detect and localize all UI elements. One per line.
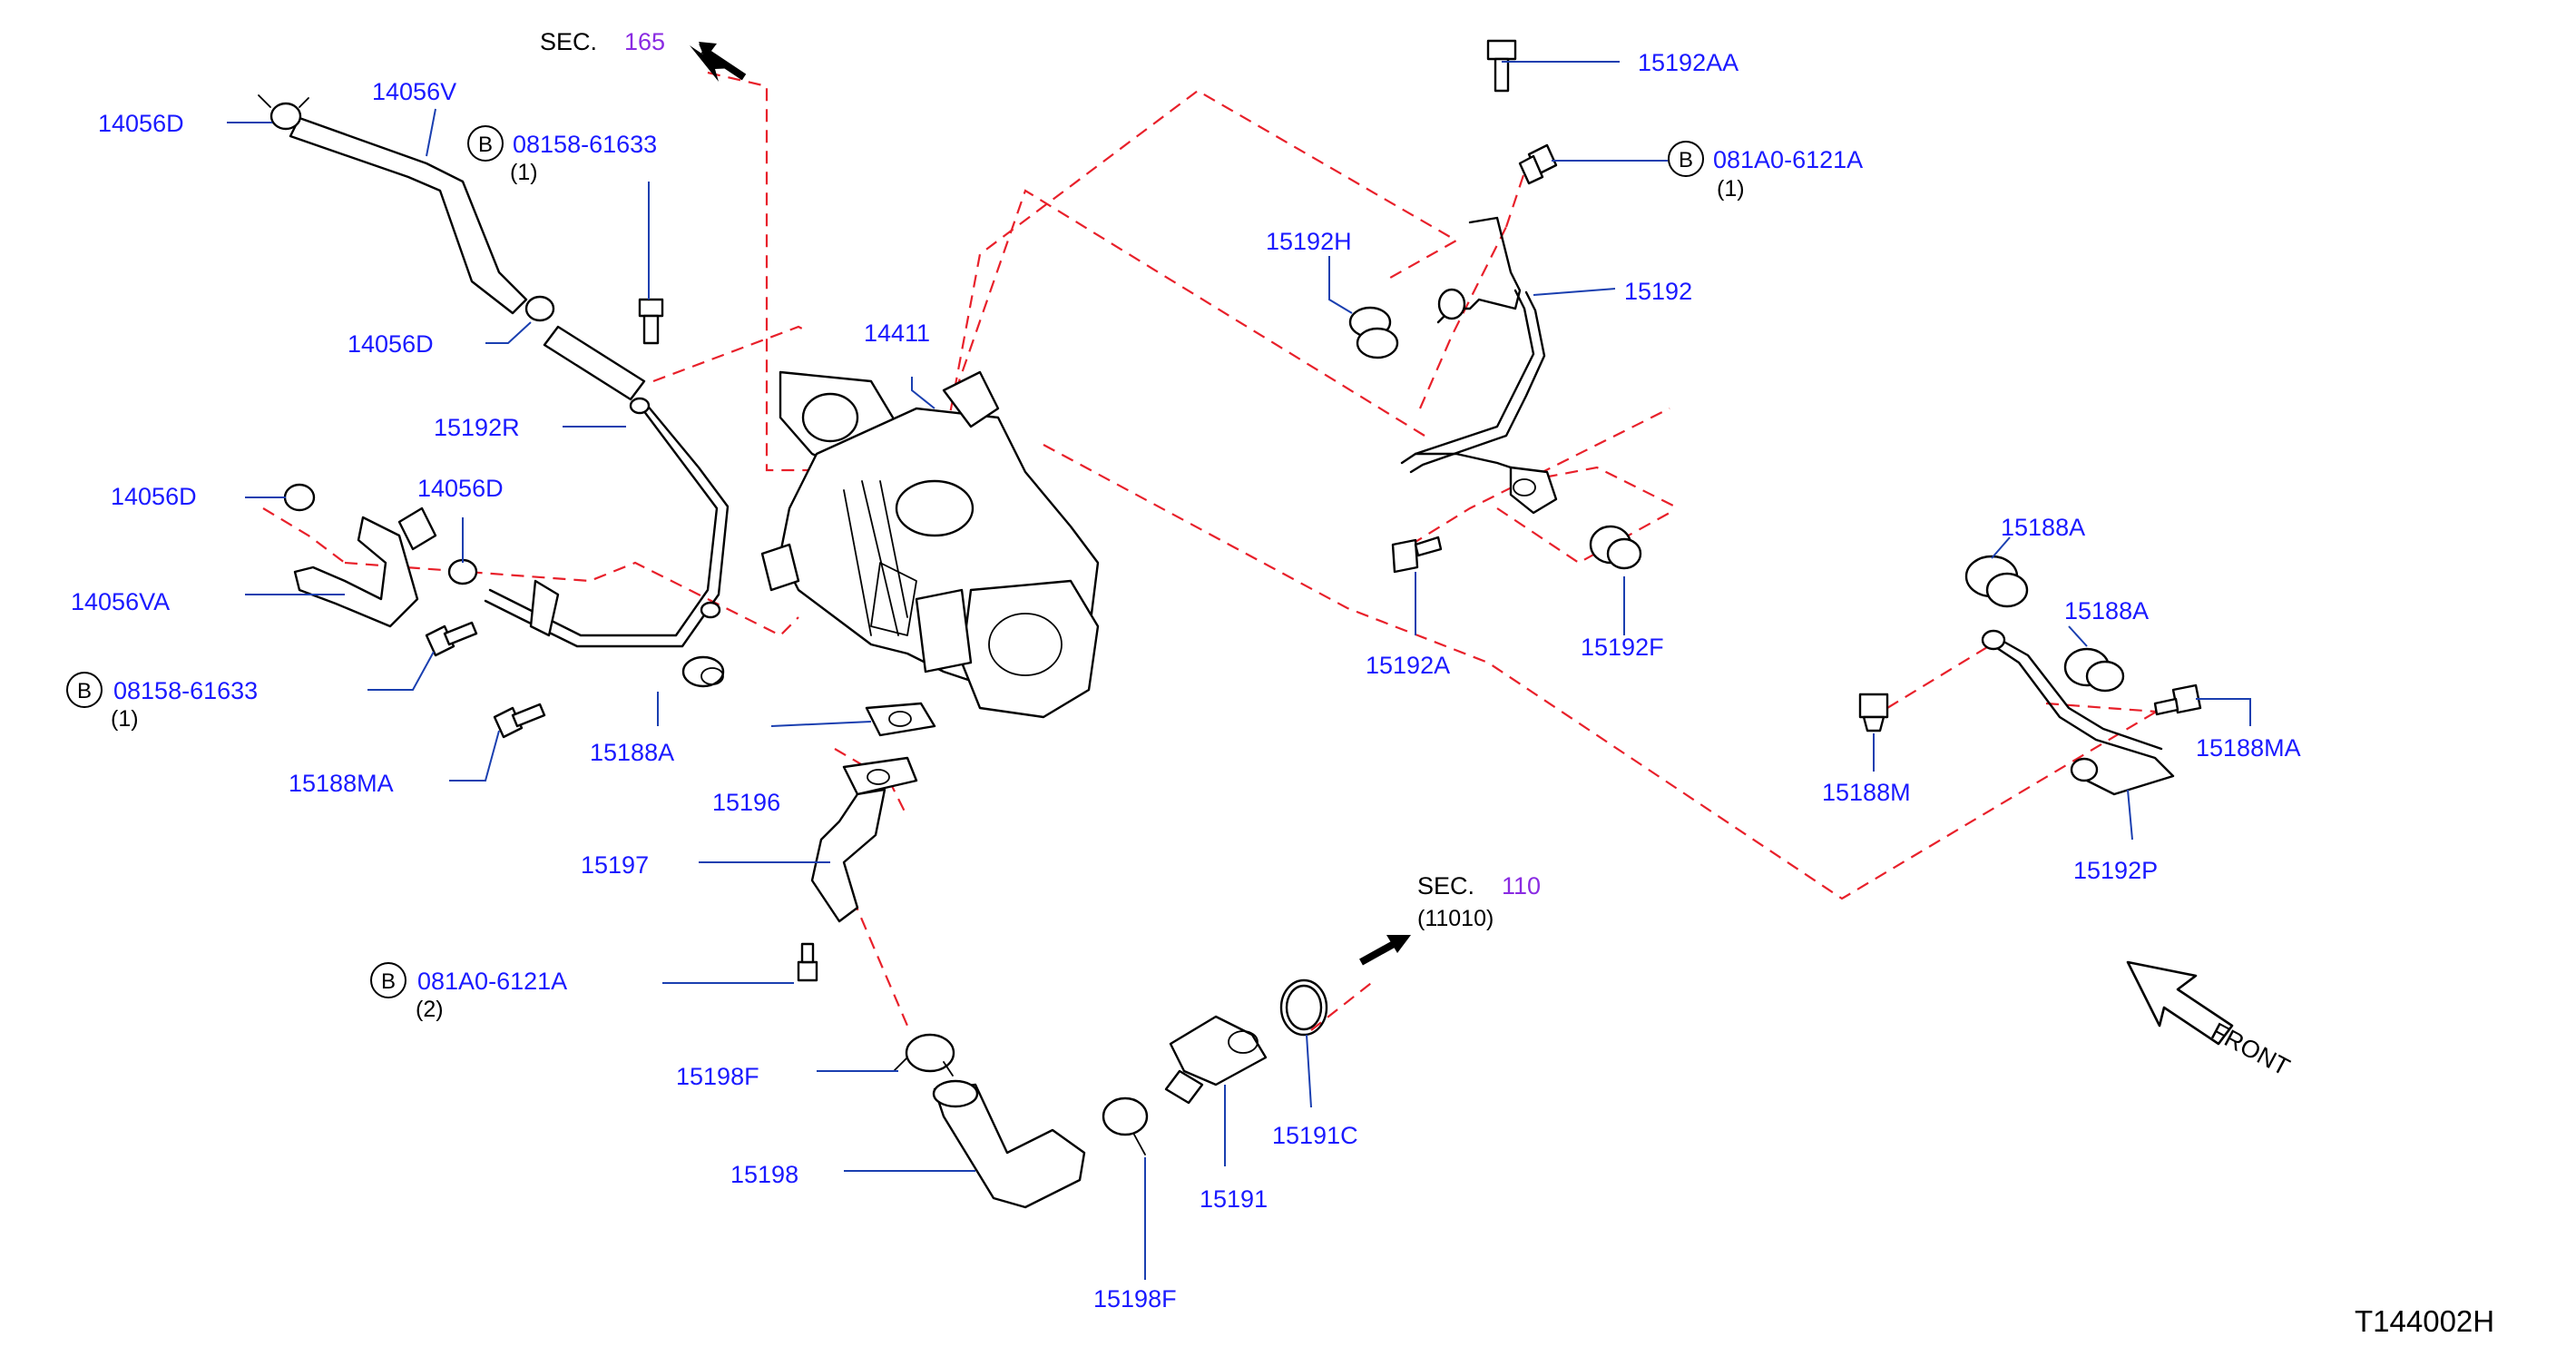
part-label[interactable]: 15196 — [712, 789, 780, 816]
part-label[interactable]: 15192A — [1366, 652, 1450, 679]
bolt-quantity: (1) — [1717, 176, 1745, 202]
part-label[interactable]: 15188A — [2064, 597, 2149, 624]
part-label[interactable]: 15192P — [2073, 857, 2158, 884]
part-label[interactable]: 15188A — [590, 739, 674, 766]
part-label[interactable]: 15192R — [434, 414, 520, 441]
hose-14056v-icon — [289, 116, 646, 401]
bolt-callout-b3: B 081A0-6121A (1) — [1668, 141, 1863, 202]
part-label[interactable]: 14056VA — [71, 588, 170, 615]
pipe-15192p-icon — [1858, 555, 2202, 796]
section-number[interactable]: 165 — [624, 28, 665, 55]
connector-15191-icon — [1164, 1015, 1268, 1105]
part-label[interactable]: 15198F — [676, 1063, 759, 1090]
gasket-icon — [1348, 306, 1642, 570]
hose-14056va-icon — [293, 506, 437, 628]
part-label[interactable]: 15188MA — [2196, 734, 2301, 762]
bolt-callout-b1: B 08158-61633 (1) — [467, 125, 657, 185]
bolt-letter: B — [478, 133, 493, 157]
section-ref-110[interactable]: SEC. 110 (11010) — [1417, 872, 1541, 931]
part-label[interactable]: 14056D — [111, 483, 197, 510]
gasket-icon — [681, 655, 725, 688]
part-label[interactable]: 15198 — [730, 1161, 798, 1188]
part-label[interactable]: 15192 — [1624, 278, 1692, 305]
bolt-icon — [1391, 39, 1558, 574]
leader-lines — [227, 61, 2251, 1280]
part-label[interactable]: 15198F — [1093, 1285, 1177, 1313]
part-label[interactable]: 15192H — [1266, 228, 1352, 255]
bolt-quantity: (1) — [111, 706, 139, 732]
bolt-icon — [425, 298, 818, 982]
part-label[interactable]: 14056D — [348, 330, 434, 358]
section-word: SEC. — [1417, 872, 1474, 900]
pipe-15192-icon — [1400, 216, 1558, 515]
part-label[interactable]: 15191 — [1200, 1185, 1268, 1213]
arrow-icon — [690, 42, 1411, 966]
part-label[interactable]: 15188MA — [289, 770, 394, 797]
bolt-part-number[interactable]: 08158-61633 — [513, 131, 657, 158]
section-ref-165[interactable]: SEC. 165 — [540, 28, 665, 55]
part-label[interactable]: 15192F — [1581, 634, 1664, 661]
part-label[interactable]: 14411 — [864, 320, 930, 347]
part-label[interactable]: 14056V — [372, 78, 456, 105]
hose-15198-icon — [893, 1033, 1149, 1209]
bolt-callout-b4: B 081A0-6121A (2) — [370, 962, 567, 1022]
bolt-callout-b2: B 08158-61633 (1) — [66, 672, 258, 732]
section-sub-number: (11010) — [1417, 906, 1494, 931]
bolt-part-number[interactable]: 081A0-6121A — [417, 968, 567, 995]
section-number[interactable]: 110 — [1502, 872, 1541, 900]
pipe-15197-icon — [810, 756, 918, 923]
turbocharger-icon — [760, 370, 1100, 719]
part-label[interactable]: 15197 — [581, 851, 649, 879]
part-label[interactable]: 14056D — [98, 110, 184, 137]
part-labels: 14056D 14056V 14056D 15192R 14056D 14056… — [71, 49, 2301, 1313]
bolt-quantity: (2) — [416, 997, 444, 1022]
part-label[interactable]: 15192AA — [1638, 49, 1739, 76]
front-arrow-icon — [2126, 960, 2234, 1046]
figure-id: T144002H — [2355, 1304, 2494, 1338]
pipe-15192r-icon — [484, 397, 730, 648]
dashed-connection-lines — [262, 71, 2179, 1031]
bolt-letter: B — [381, 969, 396, 994]
bolt-part-number[interactable]: 081A0-6121A — [1713, 146, 1863, 173]
o-ring-icon — [1279, 978, 1328, 1037]
part-label[interactable]: 15188M — [1822, 779, 1911, 806]
part-label[interactable]: 15191C — [1272, 1122, 1358, 1149]
bolt-quantity: (1) — [510, 160, 538, 185]
bolt-letter: B — [1679, 148, 1693, 172]
section-word: SEC. — [540, 28, 597, 55]
bolt-letter: B — [77, 679, 92, 703]
front-label: FRONT — [2207, 1018, 2294, 1081]
part-label[interactable]: 14056D — [417, 475, 504, 502]
gasket-15196-icon — [865, 702, 936, 737]
bolt-part-number[interactable]: 08158-61633 — [113, 677, 258, 704]
part-label[interactable]: 15188A — [2001, 514, 2085, 541]
